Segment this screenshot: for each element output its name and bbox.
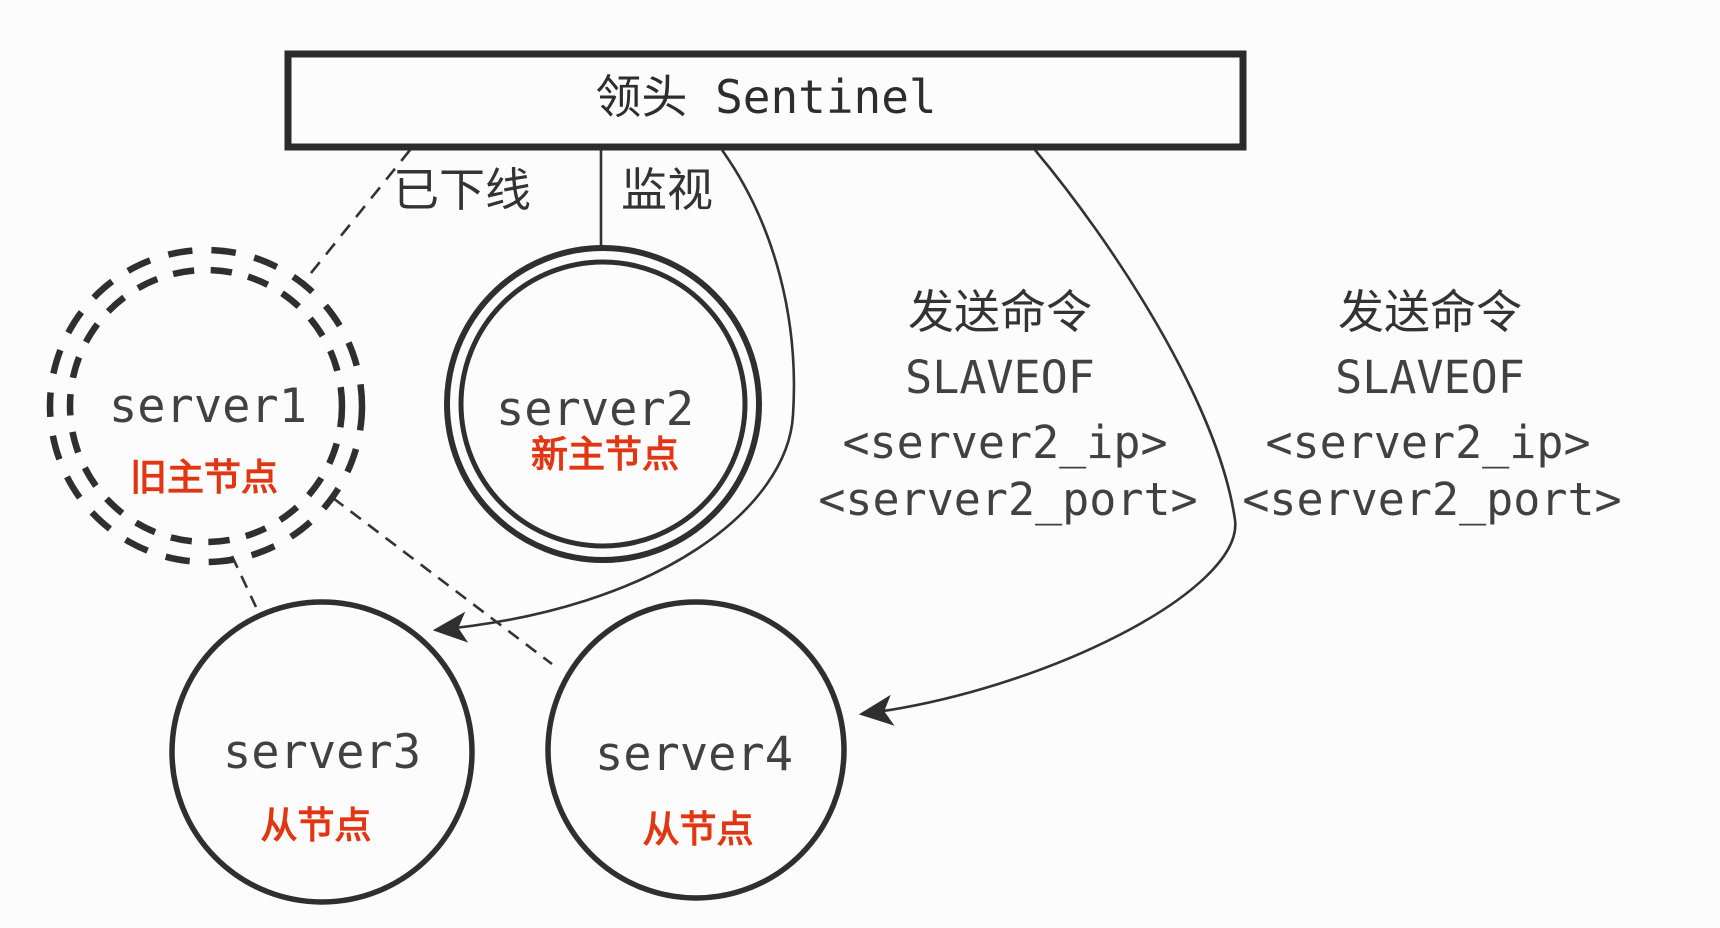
edge-command-curve-server4 <box>858 149 1237 726</box>
server3-ring <box>169 599 475 905</box>
server2-name: server2 <box>496 382 694 437</box>
command2-line4: <server2_port> <box>1242 473 1621 526</box>
server3-name: server3 <box>223 725 421 780</box>
command1-line1: 发送命令 <box>908 285 1092 339</box>
command2-line1: 发送命令 <box>1338 285 1522 339</box>
server4-name: server4 <box>595 727 793 782</box>
server1-inner-ring <box>66 266 346 546</box>
edge-label-offline: 已下线 <box>393 163 531 217</box>
server1-role-label: 旧主节点 <box>130 456 278 499</box>
command1-line3: <server2_ip> <box>842 416 1167 469</box>
node-server4: server4 从节点 <box>545 599 847 901</box>
leader-sentinel-title: 领头 Sentinel <box>595 70 936 124</box>
server2-role-label: 新主节点 <box>531 433 679 476</box>
node-server3: server3 从节点 <box>169 599 475 905</box>
command1-line2: SLAVEOF <box>905 351 1095 404</box>
edge-server1-server4-dashed <box>332 496 553 666</box>
edge-server1-server3-dashed <box>230 555 258 608</box>
command1-line4: <server2_port> <box>818 473 1197 526</box>
server2-inner-ring <box>458 259 748 549</box>
leader-sentinel-box <box>284 50 1247 151</box>
command2-line2: SLAVEOF <box>1335 351 1525 404</box>
edge-command-curve-server3 <box>432 149 796 643</box>
node-server2: server2 新主节点 <box>444 245 762 563</box>
command2-line3: <server2_ip> <box>1265 416 1590 469</box>
server4-ring <box>545 599 847 901</box>
server1-outer-ring <box>46 246 366 566</box>
edge-label-monitor: 监视 <box>621 163 713 217</box>
edge-offline-dashed-line <box>301 149 412 284</box>
server2-outer-ring <box>444 245 762 563</box>
server1-name: server1 <box>109 379 307 434</box>
server3-role-label: 从节点 <box>261 804 372 847</box>
command-block-server4: 发送命令 SLAVEOF <server2_ip> <server2_port> <box>1242 285 1621 526</box>
node-server1: server1 旧主节点 <box>46 246 366 566</box>
command-block-server3: 发送命令 SLAVEOF <server2_ip> <server2_port> <box>818 285 1197 526</box>
server4-role-label: 从节点 <box>643 808 754 851</box>
